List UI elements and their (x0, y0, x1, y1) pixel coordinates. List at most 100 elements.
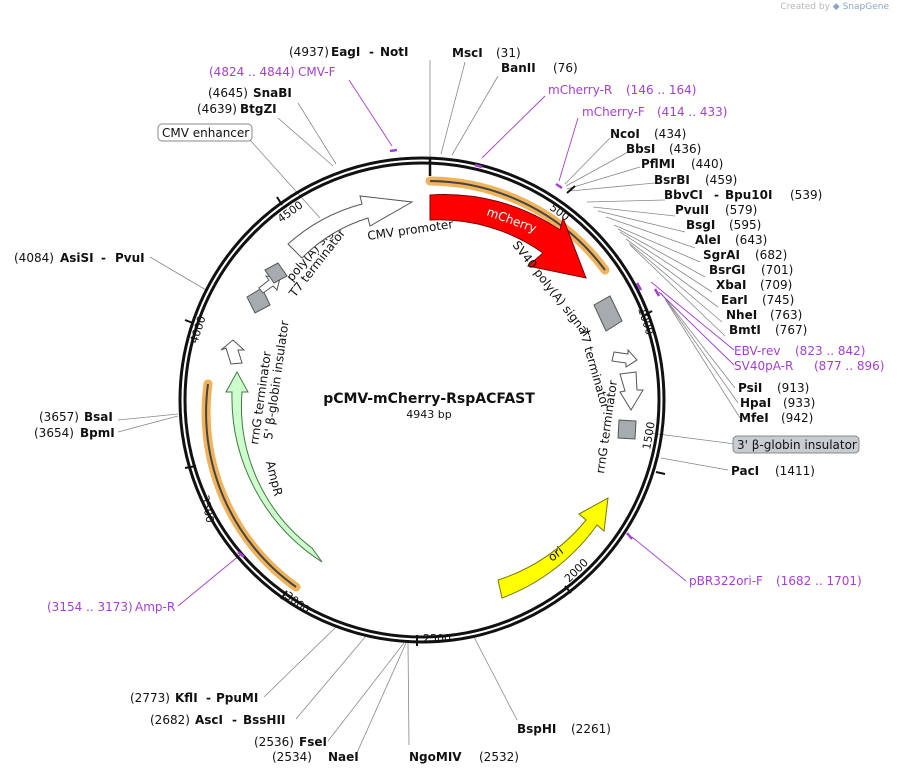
nhei-label: NheI (726, 308, 757, 322)
bsrbi-pos: (459) (705, 173, 737, 187)
snapgene-brand: ◆ SnapGene (832, 2, 889, 12)
primer-leaders (177, 79, 735, 607)
site-leaders (117, 60, 741, 756)
dash-1: - (369, 45, 374, 59)
ampr-primer-range: (3154 .. 3173) (47, 600, 133, 614)
cmvf-label: CMV-F (298, 65, 336, 79)
kfli-pos: (2773) (130, 691, 170, 705)
bsai-label: BsaI (84, 410, 113, 424)
dash-5: - (232, 713, 237, 727)
bpmi-label: BpmI (80, 426, 115, 440)
t7term-right-feature (611, 348, 638, 368)
mfei-label: MfeI (739, 411, 769, 425)
eagi-label: EagI (331, 45, 360, 59)
bpmi-pos: (3654) (34, 426, 74, 440)
plasmid-name: pCMV-mCherry-RspACFAST (323, 391, 535, 407)
eari-label: EarI (721, 293, 748, 307)
bbsi-pos: (436) (669, 142, 701, 156)
bbvci-label: BbvCI (664, 188, 703, 202)
eagi-pos: (4937) (289, 45, 329, 59)
mcherry-feature (429, 194, 587, 279)
globin5-feature (246, 287, 271, 314)
ngomiv-label: NgoMIV (409, 750, 462, 764)
xbai-label: XbaI (716, 278, 746, 292)
banii-label: BanII (501, 61, 536, 75)
mcherryf-label: mCherry-F (582, 105, 645, 119)
pvuii-label: PvuII (675, 203, 709, 217)
pbr-label: pBR322ori-F (689, 574, 763, 588)
pvui-label: PvuI (115, 251, 145, 265)
snabi-pos: (4645) (208, 86, 248, 100)
mcherryr-range: (146 .. 164) (626, 83, 696, 97)
mcherry-highlight-core (429, 180, 606, 271)
alei-label: AleI (695, 233, 721, 247)
msci-label: MscI (452, 46, 483, 60)
bbvci-pos: (539) (790, 188, 822, 202)
ncoi-pos: (434) (654, 127, 686, 141)
ampr-label: AmpR (263, 459, 285, 497)
asci-label: AscI (195, 713, 223, 727)
fsei-pos: (2536) (254, 735, 294, 749)
bsshii-label: BssHII (243, 713, 285, 727)
tick-4000: 4000 (187, 314, 208, 345)
bbsi-label: BbsI (626, 142, 655, 156)
bsphi-pos: (2261) (571, 722, 611, 736)
psii-label: PsiI (738, 381, 762, 395)
globin3-box (732, 435, 860, 454)
bsgi-pos: (595) (729, 218, 761, 232)
amp-highlight-core (205, 383, 297, 588)
globin3-feature (617, 419, 637, 440)
credit-brand: SnapGene (842, 2, 889, 12)
pflmi-pos: (440) (691, 157, 723, 171)
bsphi-label: BspHI (517, 722, 556, 736)
naei-label: NaeI (328, 750, 359, 764)
tick-2500: 2500 (423, 632, 451, 645)
bsrbi-label: BsrBI (654, 173, 690, 187)
primer-marks (237, 148, 661, 558)
ampr-feature (225, 370, 323, 563)
btgzi-pos: (4639) (197, 102, 237, 116)
plasmid-size: 4943 bp (406, 408, 451, 421)
nhei-pos: (763) (770, 308, 802, 322)
bpu10i-label: Bpu10I (725, 188, 772, 202)
sv40par-range: (877 .. 896) (814, 359, 884, 373)
asci-pos: (2682) (150, 713, 190, 727)
bmti-pos: (767) (775, 323, 807, 337)
bsrgi-label: BsrGI (709, 263, 746, 277)
rrng-left-feature (220, 339, 246, 365)
dash-4: - (206, 691, 211, 705)
bsai-pos: (3657) (39, 410, 79, 424)
psii-pos: (913) (777, 381, 809, 395)
asisi-pos: (4084) (14, 251, 54, 265)
hpai-pos: (933) (783, 396, 815, 410)
ncoi-label: NcoI (610, 127, 640, 141)
paci-pos: (1411) (775, 464, 815, 478)
bsrgi-pos: (701) (761, 263, 793, 277)
sgrai-label: SgrAI (703, 248, 740, 262)
mfei-pos: (942) (781, 411, 813, 425)
ppumi-label: PpuMI (216, 691, 258, 705)
banii-pos: (76) (553, 61, 578, 75)
cmv-promoter-feature (287, 195, 414, 259)
credit-prefix: Created by (780, 2, 830, 12)
dash-2: - (714, 188, 719, 202)
mcherryf-range: (414 .. 433) (657, 105, 727, 119)
ticks (184, 185, 666, 646)
backbone-outer (178, 156, 666, 644)
tick-1500: 1500 (640, 421, 658, 451)
pflmi-label: PflMI (641, 157, 675, 171)
eari-pos: (745) (762, 293, 794, 307)
globin3-label: 3' β-globin insulator (737, 438, 857, 452)
cmv-enhancer-box (157, 123, 253, 142)
snabi-label: SnaBI (253, 86, 292, 100)
msci-pos: (31) (496, 46, 521, 60)
rrng-right-feature (619, 371, 644, 411)
tick-1000: 1000 (635, 306, 656, 337)
ebvrev-label: EBV-rev (734, 344, 780, 358)
alei-pos: (643) (735, 233, 767, 247)
ori-feature (497, 497, 609, 599)
kfli-label: KflI (175, 691, 198, 705)
hpai-label: HpaI (740, 396, 771, 410)
sv40par-label: SV40pA-R (734, 359, 793, 373)
